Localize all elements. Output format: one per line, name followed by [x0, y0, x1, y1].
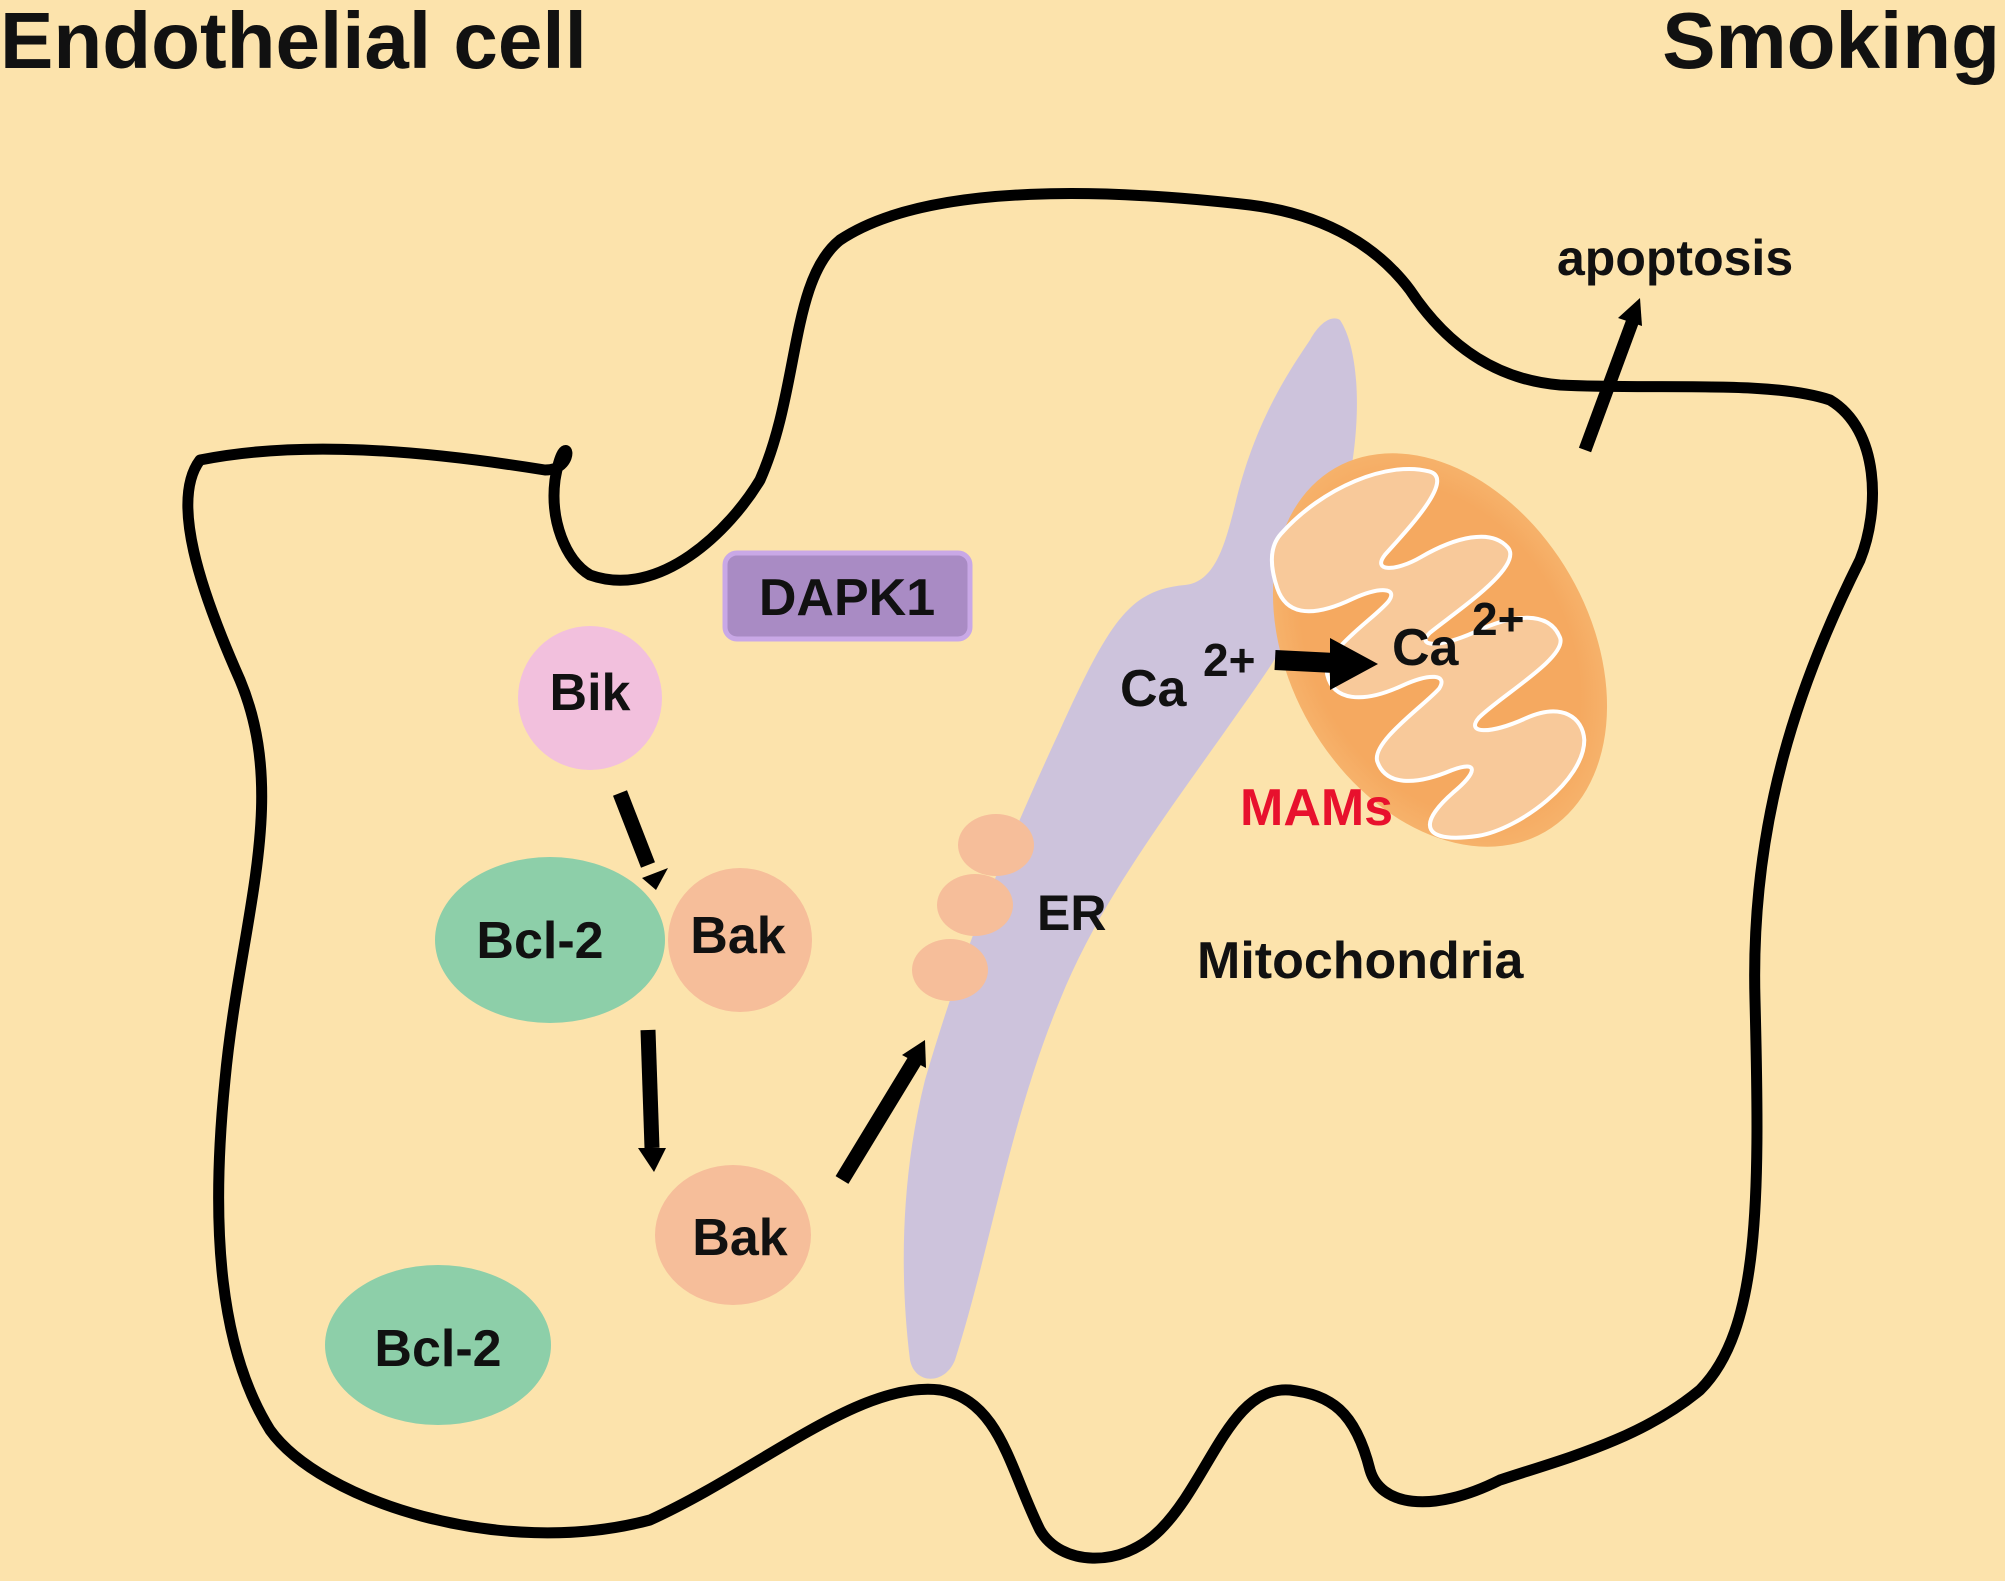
dapk1-box — [722, 550, 973, 642]
endoplasmic-reticulum — [903, 318, 1357, 1379]
arrow-bak-to-er — [835, 1040, 926, 1184]
vesicle — [937, 874, 1013, 936]
mams-label: MAMs — [1240, 779, 1393, 837]
mitochondria-label: Mitochondria — [1197, 932, 1525, 990]
bcl2-complex-label: Bcl-2 — [476, 912, 603, 970]
dapk1-label: DAPK1 — [759, 569, 935, 627]
apoptosis-label: apoptosis — [1557, 230, 1793, 286]
bak-complex-node — [668, 868, 812, 1012]
bcl2-free-label: Bcl-2 — [374, 1320, 501, 1378]
er-label: ER — [1037, 885, 1106, 941]
page-title: Endothelial cell — [0, 0, 587, 85]
bak-complex-label: Bak — [690, 907, 785, 965]
vesicle — [912, 939, 988, 1001]
ca-er-label: Ca — [1120, 660, 1188, 718]
bak-free-node — [655, 1165, 811, 1305]
arrow-ca-er-to-mito — [1274, 638, 1378, 690]
bak-free-label: Bak — [692, 1209, 787, 1267]
ca-mito-label: Ca — [1392, 619, 1460, 677]
bcl2-complex-node — [435, 857, 665, 1023]
bik-label: Bik — [550, 664, 631, 722]
bcl2-free-node — [325, 1265, 551, 1425]
arrow-complex-to-bak — [638, 1029, 666, 1172]
cell-membrane-outline — [182, 188, 1878, 1564]
mitochondrion — [1269, 453, 1608, 847]
arrow-bik-to-complex — [613, 790, 668, 890]
ca-er-superscript: 2+ — [1203, 634, 1255, 686]
stimulus-label: Smoking — [1662, 0, 2000, 85]
arrow-apoptosis — [1578, 298, 1642, 453]
ca-mito-superscript: 2+ — [1472, 593, 1524, 645]
bik-node — [518, 626, 662, 770]
vesicle — [958, 814, 1034, 876]
